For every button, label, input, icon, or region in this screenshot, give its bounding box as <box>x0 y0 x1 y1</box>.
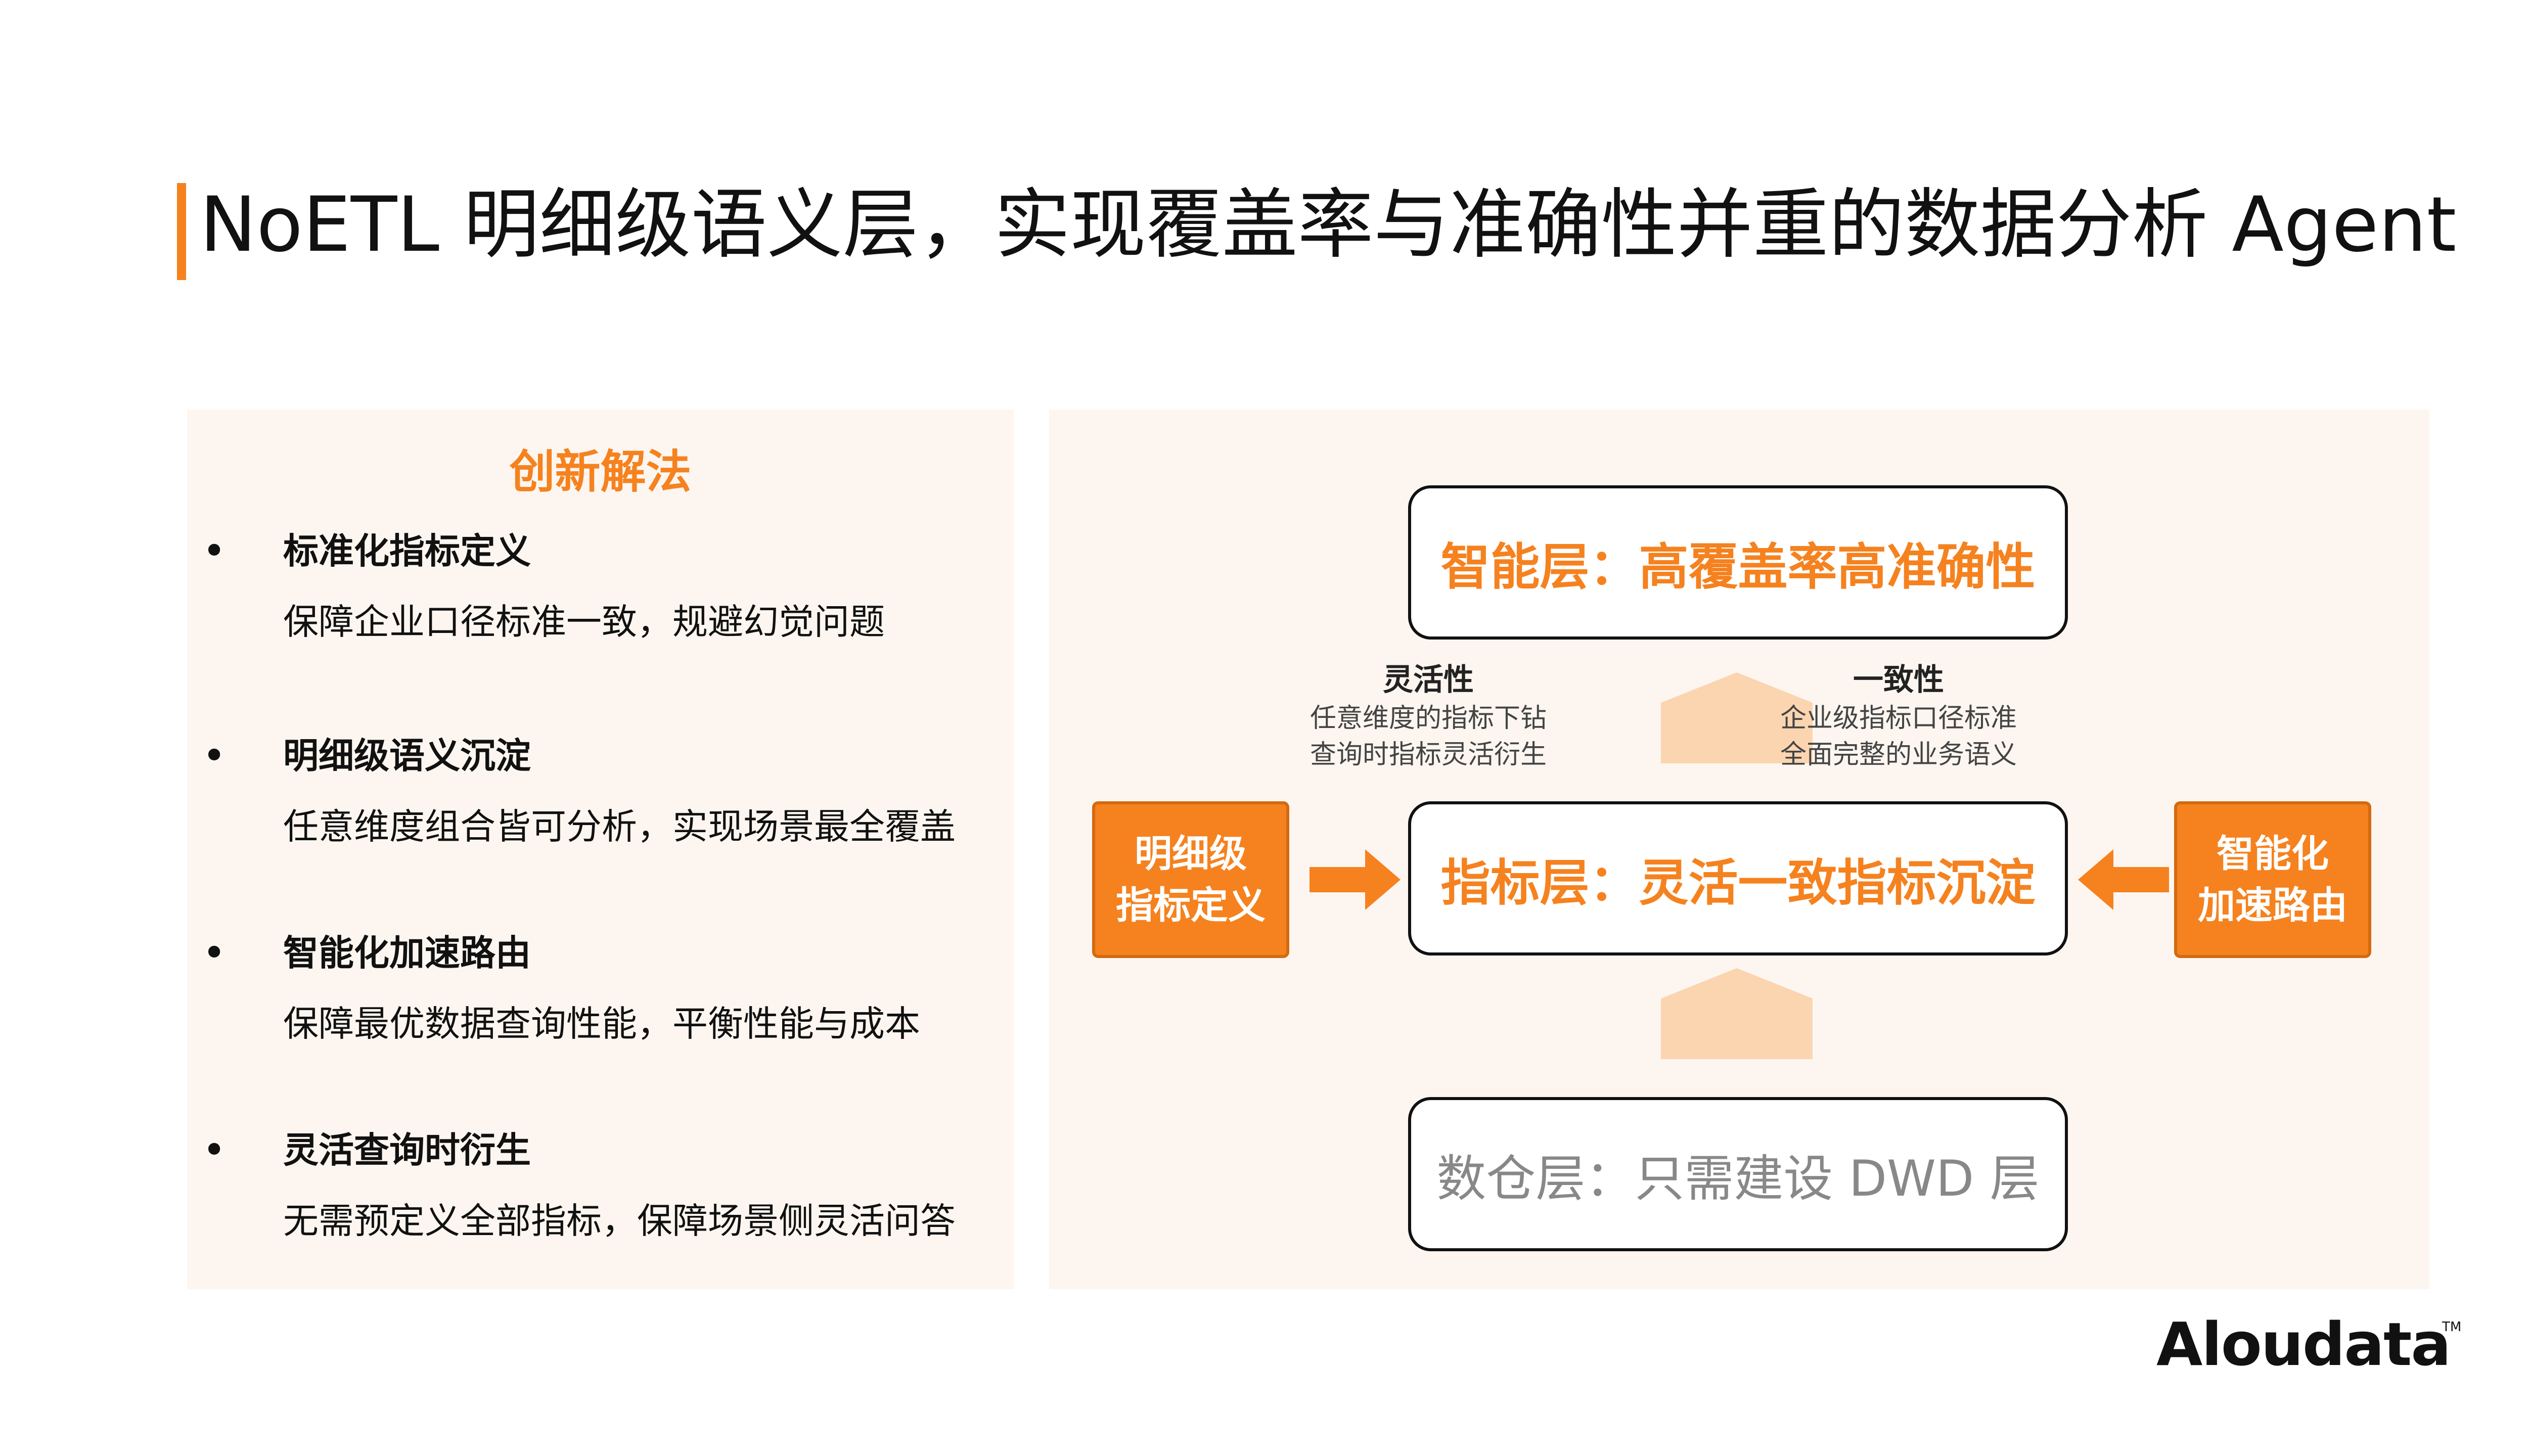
bullet-icon: • <box>202 732 227 779</box>
warehouse-layer-box: 数仓层：只需建设 DWD 层 <box>1408 1097 2068 1251</box>
solutions-panel: 创新解法 • 标准化指标定义 保障企业口径标准一致，规避幻觉问题 • 明细级语义… <box>187 410 1014 1289</box>
consistency-note-line: 企业级指标口径标准 <box>1780 703 2017 734</box>
side-box-line: 加速路由 <box>2198 884 2348 927</box>
item-desc: 保障最优数据查询性能，平衡性能与成本 <box>283 1003 920 1044</box>
item-desc: 无需预定义全部指标，保障场景侧灵活问答 <box>283 1200 956 1242</box>
consistency-note-line: 全面完整的业务语义 <box>1780 740 2017 770</box>
solutions-heading: 创新解法 <box>509 445 692 498</box>
side-box-line: 明细级 <box>1135 832 1247 876</box>
page-title: NoETL 明细级语义层，实现覆盖率与准确性并重的数据分析 Agent <box>200 181 2457 269</box>
right-arrow-icon <box>1310 849 1401 910</box>
detail-metric-definition-box: 明细级 指标定义 <box>1092 801 1289 958</box>
intelligence-layer-box: 智能层：高覆盖率高准确性 <box>1408 485 2068 640</box>
side-box-line: 指标定义 <box>1116 884 1266 927</box>
item-title: 智能化加速路由 <box>283 932 531 974</box>
smart-acceleration-routing-box: 智能化 加速路由 <box>2174 801 2371 958</box>
flexibility-note-title: 灵活性 <box>1383 662 1474 698</box>
consistency-note-title: 一致性 <box>1853 662 1944 698</box>
flexibility-note-line: 查询时指标灵活衍生 <box>1310 740 1547 770</box>
flexibility-note-line: 任意维度的指标下钻 <box>1310 703 1547 734</box>
architecture-diagram: 智能层：高覆盖率高准确性 灵活性 任意维度的指标下钻 查询时指标灵活衍生 一致性… <box>1049 410 2429 1289</box>
bullet-icon: • <box>202 527 227 574</box>
left-arrow-icon <box>2078 849 2169 910</box>
side-box-line: 智能化 <box>2217 832 2329 876</box>
item-title: 标准化指标定义 <box>283 530 531 572</box>
item-desc: 保障企业口径标准一致，规避幻觉问题 <box>283 601 885 643</box>
aloudata-logo: Aloudata <box>2156 1309 2451 1379</box>
title-accent-bar <box>177 183 186 280</box>
trademark-mark: TM <box>2442 1320 2462 1335</box>
item-title: 明细级语义沉淀 <box>283 735 531 777</box>
metric-layer-box: 指标层：灵活一致指标沉淀 <box>1408 801 2068 956</box>
up-arrow-icon <box>1661 672 1813 763</box>
bullet-icon: • <box>202 1126 227 1173</box>
item-title: 灵活查询时衍生 <box>283 1129 531 1171</box>
up-arrow-icon <box>1661 968 1813 1059</box>
flexibility-note: 灵活性 任意维度的指标下钻 查询时指标灵活衍生 <box>1287 660 1570 773</box>
item-desc: 任意维度组合皆可分析，实现场景最全覆盖 <box>283 806 956 847</box>
bullet-icon: • <box>202 929 227 976</box>
consistency-note: 一致性 企业级指标口径标准 全面完整的业务语义 <box>1757 660 2040 773</box>
